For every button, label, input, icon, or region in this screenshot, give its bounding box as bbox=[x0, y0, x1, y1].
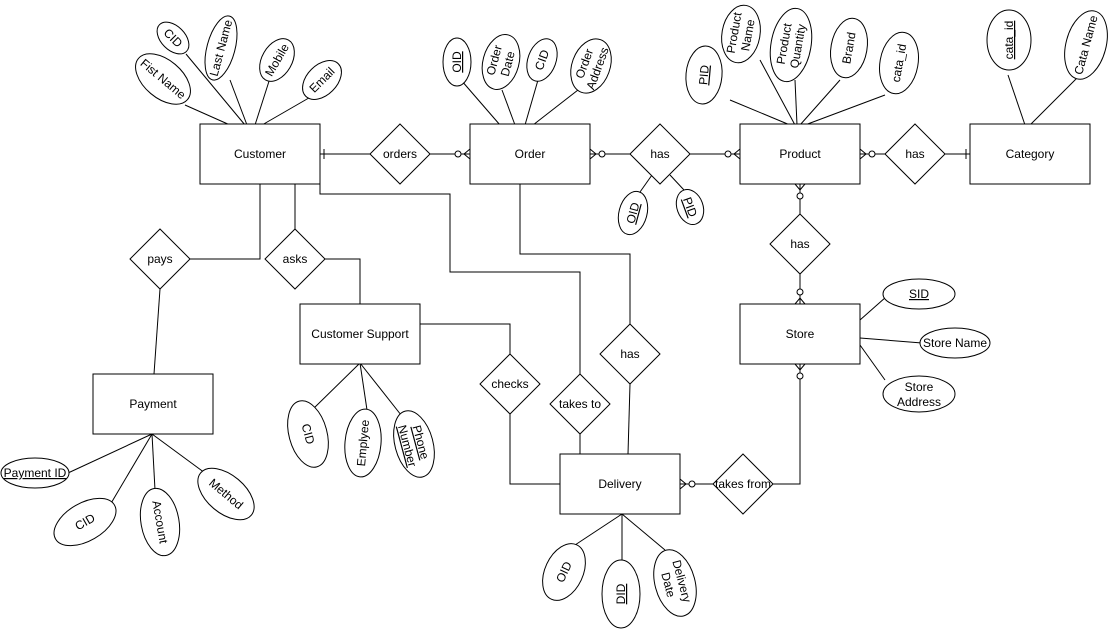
attr-customer-first-name[interactable]: Fist Name bbox=[126, 44, 199, 114]
relationship-takes-from-label: takes from bbox=[715, 477, 771, 491]
attr-category-cata-name[interactable]: Cata Name bbox=[1058, 6, 1115, 84]
relationship-asks-label: asks bbox=[283, 252, 308, 266]
attr-order-cid-label: CID bbox=[532, 48, 552, 73]
connector-lines bbox=[67, 53, 1081, 560]
attr-support-employee-label: Emplyee bbox=[354, 419, 372, 467]
attr-product-brand-label: Brand bbox=[839, 31, 858, 65]
attr-order-address[interactable]: Order Address bbox=[564, 33, 619, 99]
entity-order-label: Order bbox=[515, 147, 546, 161]
entity-product[interactable]: Product bbox=[739, 123, 861, 185]
attr-payment-id[interactable]: Payment ID bbox=[0, 457, 70, 489]
attr-customer-email[interactable]: Email bbox=[295, 53, 349, 107]
attr-product-pid[interactable]: PID bbox=[684, 45, 725, 106]
relationship-group: orders has has pays asks has has checks bbox=[129, 123, 946, 515]
attr-delivery-date[interactable]: Delivery Date bbox=[647, 545, 703, 621]
relationship-takes-from[interactable]: takes from bbox=[712, 453, 774, 515]
relationship-has-order-product[interactable]: has bbox=[629, 123, 691, 185]
attr-support-cid[interactable]: CID bbox=[281, 396, 335, 472]
relationship-has-order-delivery[interactable]: has bbox=[599, 323, 661, 385]
attr-has-pid[interactable]: PID bbox=[672, 186, 709, 229]
attr-product-brand[interactable]: Brand bbox=[826, 15, 872, 80]
attr-store-address-label-1: Store bbox=[905, 380, 934, 394]
attr-order-date[interactable]: Order Date bbox=[476, 30, 525, 93]
attr-delivery-oid[interactable]: OID bbox=[534, 537, 594, 607]
attr-customer-mobile[interactable]: Mobile bbox=[253, 33, 302, 88]
attr-category-cata-id-label: cata_id bbox=[1002, 21, 1016, 60]
entity-store-label: Store bbox=[786, 327, 815, 341]
attr-store-sid[interactable]: SID bbox=[882, 278, 956, 310]
attr-payment-id-label: Payment ID bbox=[4, 466, 67, 480]
attr-order-cid[interactable]: CID bbox=[521, 35, 562, 86]
attr-delivery-did[interactable]: DID bbox=[601, 559, 641, 629]
attr-product-cata-id-label: cata_id bbox=[889, 43, 910, 84]
entity-customer-support-label: Customer Support bbox=[311, 327, 409, 341]
attr-payment-account[interactable]: Account bbox=[135, 485, 184, 559]
attr-support-phone[interactable]: Phone Number bbox=[387, 406, 441, 482]
relationship-has-order-delivery-label: has bbox=[620, 347, 639, 361]
relationship-checks-label: checks bbox=[491, 377, 528, 391]
attr-product-cata-id[interactable]: cata_id bbox=[875, 29, 923, 97]
relationship-has-order-product-label: has bbox=[650, 147, 669, 161]
attr-store-address-label-2: Address bbox=[897, 395, 941, 409]
attr-product-pid-label: PID bbox=[696, 64, 712, 85]
relationship-checks[interactable]: checks bbox=[479, 353, 541, 415]
attr-has-oid[interactable]: OID bbox=[614, 188, 652, 238]
entity-category-label: Category bbox=[1006, 147, 1055, 161]
attr-customer-last-name[interactable]: Last Name bbox=[199, 13, 243, 84]
attr-delivery-date-label-2: Date bbox=[658, 571, 678, 599]
attr-category-cata-id[interactable]: cata_id bbox=[986, 9, 1032, 71]
entity-customer-support[interactable]: Customer Support bbox=[299, 303, 421, 365]
attr-product-name-label-2: Name bbox=[738, 18, 757, 52]
relationship-has-product-store-label: has bbox=[790, 237, 809, 251]
relationship-has-product-category-label: has bbox=[905, 147, 924, 161]
relationship-has-product-store[interactable]: has bbox=[769, 213, 831, 275]
entity-group: Customer Order Product Category Payment … bbox=[92, 123, 1091, 515]
attr-payment-method[interactable]: Method bbox=[189, 458, 264, 530]
entity-delivery[interactable]: Delivery bbox=[559, 453, 681, 515]
attr-has-oid-label: OID bbox=[623, 201, 642, 226]
entity-payment[interactable]: Payment bbox=[92, 373, 214, 435]
attr-store-address[interactable]: Store Address bbox=[882, 375, 956, 413]
entity-store[interactable]: Store bbox=[739, 303, 861, 365]
relationship-has-product-category[interactable]: has bbox=[884, 123, 946, 185]
attr-order-oid[interactable]: OID bbox=[442, 37, 472, 87]
entity-category[interactable]: Category bbox=[969, 123, 1091, 185]
attr-delivery-did-label: DID bbox=[614, 583, 628, 604]
relationship-takes-to-label: takes to bbox=[559, 397, 601, 411]
attr-product-name[interactable]: Product Name bbox=[717, 2, 764, 66]
attr-support-cid-label: CID bbox=[299, 422, 318, 446]
relationship-asks[interactable]: asks bbox=[264, 228, 326, 290]
relationship-pays-label: pays bbox=[147, 252, 172, 266]
relationship-pays[interactable]: pays bbox=[129, 228, 191, 290]
attr-product-quantity[interactable]: Product Quantity bbox=[765, 5, 817, 85]
entity-delivery-label: Delivery bbox=[598, 477, 641, 491]
entity-product-label: Product bbox=[779, 147, 821, 161]
relationship-orders[interactable]: orders bbox=[369, 123, 431, 185]
relationship-orders-label: orders bbox=[383, 147, 417, 161]
attr-customer-cid[interactable]: CID bbox=[151, 16, 195, 60]
entity-customer[interactable]: Customer bbox=[199, 123, 321, 185]
attr-store-name[interactable]: Store Name bbox=[919, 327, 991, 359]
attr-order-date-label-2: Date bbox=[498, 49, 518, 77]
relationship-takes-to[interactable]: takes to bbox=[549, 373, 611, 435]
attr-store-sid-label: SID bbox=[909, 287, 929, 301]
entity-payment-label: Payment bbox=[129, 397, 177, 411]
attr-store-name-label: Store Name bbox=[923, 336, 987, 350]
attr-payment-cid[interactable]: CID bbox=[46, 489, 124, 556]
attr-has-pid-label: PID bbox=[680, 195, 700, 219]
entity-customer-label: Customer bbox=[234, 147, 286, 161]
attr-order-oid-label: OID bbox=[450, 51, 464, 73]
attr-support-employee[interactable]: Emplyee bbox=[342, 408, 384, 479]
entity-order[interactable]: Order bbox=[469, 123, 591, 185]
